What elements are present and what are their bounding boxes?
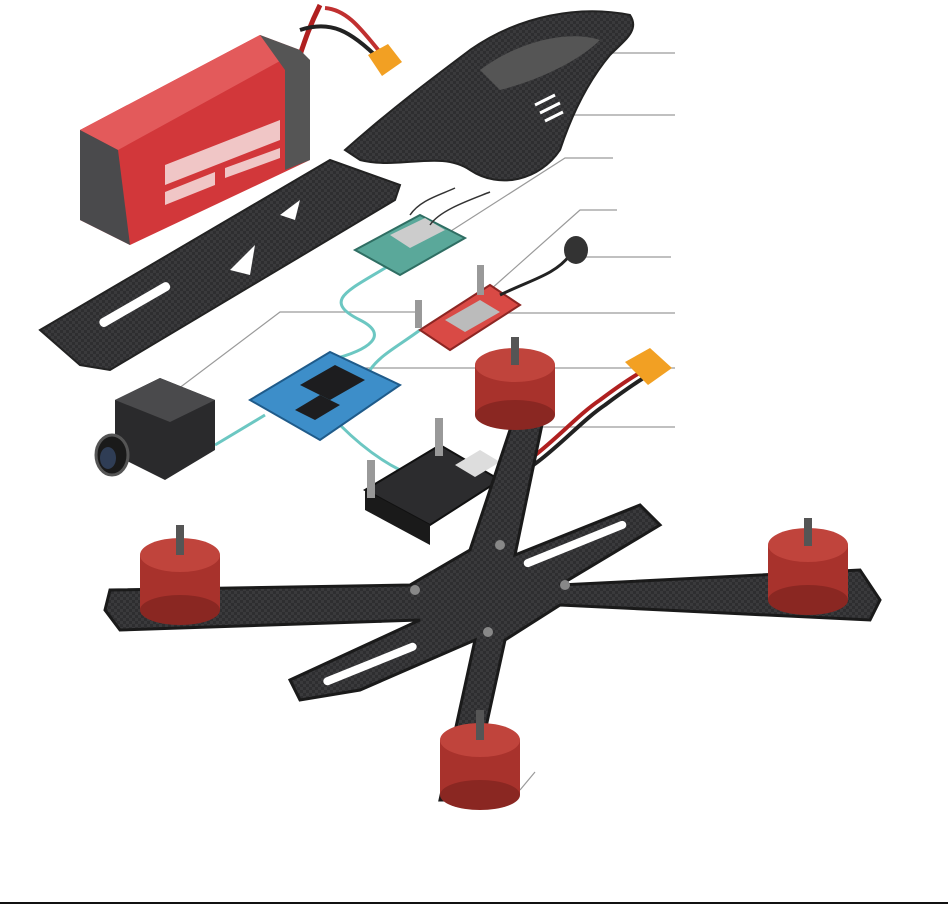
- leader-line: [439, 157, 613, 239]
- canopy-icon: [343, 10, 635, 182]
- xt60-connector-icon: [368, 44, 402, 76]
- leader-line: [169, 311, 420, 396]
- flight-controller-icon: [248, 350, 403, 442]
- camera-icon: [94, 378, 215, 480]
- xt60-connector-icon: [625, 348, 672, 385]
- motor-icon: [140, 525, 220, 625]
- antenna-icon: [564, 236, 588, 264]
- motor-icon: [440, 710, 520, 810]
- motor-icon: [475, 337, 555, 430]
- battery-icon: [80, 3, 402, 245]
- vtx-board-icon: [415, 236, 588, 352]
- leader-line: [489, 209, 617, 291]
- signal-wires: [214, 263, 421, 472]
- receiver-board-icon: [352, 187, 491, 277]
- motor-icon: [768, 518, 848, 615]
- top-plate-icon: [38, 158, 402, 372]
- leader-line: [519, 771, 536, 791]
